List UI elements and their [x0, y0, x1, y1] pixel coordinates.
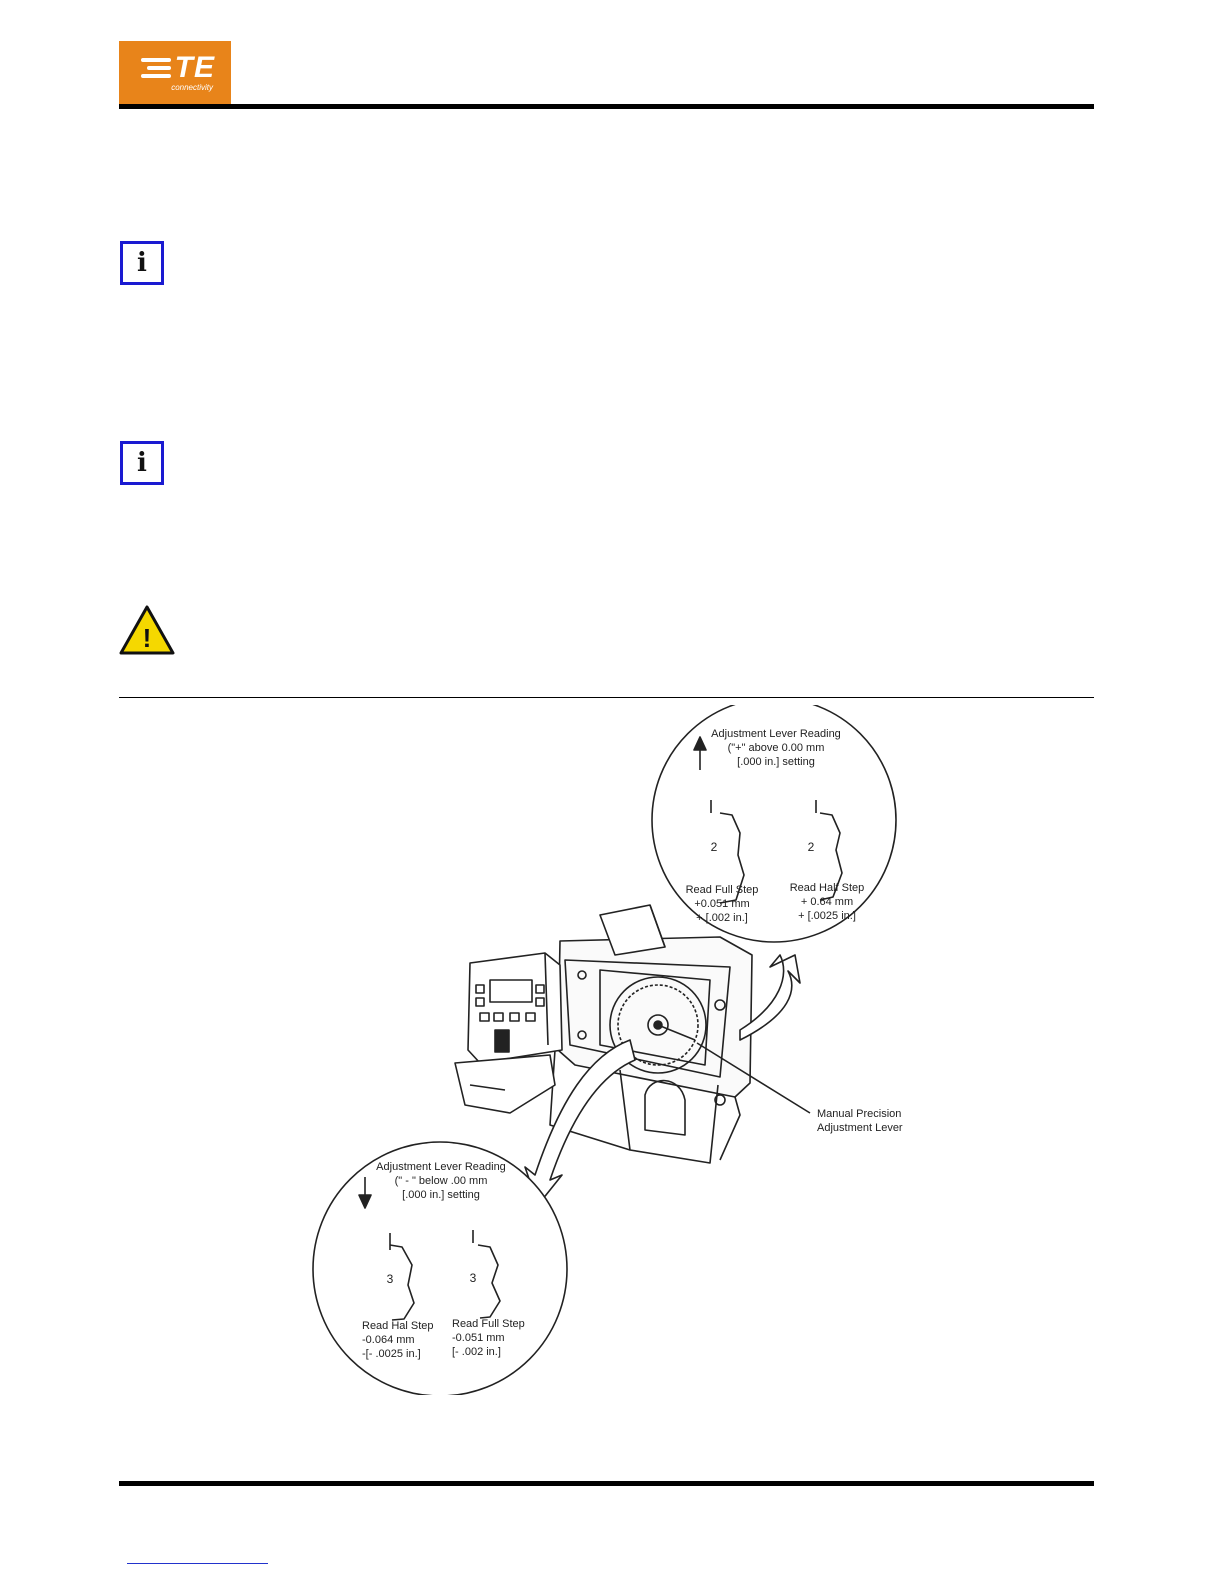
- bottom-left-label-3: -[- .0025 in.]: [362, 1348, 421, 1360]
- top-right-label-3: + [.0025 in.]: [798, 910, 856, 922]
- lever-label-1: Manual Precision: [817, 1108, 901, 1120]
- bottom-callout-line2: (" - " below .00 mm: [395, 1175, 488, 1187]
- top-right-digit: 2: [808, 840, 815, 854]
- bottom-right-digit: 3: [470, 1271, 477, 1285]
- bottom-right-label-3: [- .002 in.]: [452, 1346, 501, 1358]
- adjustment-lever-figure: Adjustment Lever Reading ("+" above 0.00…: [300, 697, 920, 1397]
- logo-subtext: connectivity: [171, 83, 213, 92]
- top-left-label-1: Read Full Step: [686, 884, 759, 896]
- top-callout-title: Adjustment Lever Reading: [711, 728, 841, 740]
- lever-label-2: Adjustment Lever: [817, 1122, 903, 1134]
- top-left-label-3: + [.002 in.]: [696, 912, 748, 924]
- top-left-digit: 2: [711, 840, 718, 854]
- logo-text: TE: [174, 51, 215, 84]
- bottom-callout-title: Adjustment Lever Reading: [376, 1161, 506, 1173]
- top-callout-line2: ("+" above 0.00 mm: [728, 742, 825, 754]
- te-connectivity-logo: TE connectivity: [119, 41, 231, 104]
- top-right-label-1: Read Half Step: [790, 882, 865, 894]
- bottom-left-label-2: -0.064 mm: [362, 1334, 415, 1346]
- bottom-right-label-1: Read Full Step: [452, 1318, 525, 1330]
- logo-bars-icon: [140, 54, 171, 82]
- logo-mark: TE: [140, 51, 215, 84]
- bottom-left-label-1: Read Hal Step: [362, 1320, 434, 1332]
- info-note-icon: i: [120, 441, 164, 485]
- bottom-left-digit: 3: [387, 1272, 394, 1286]
- footer-link-underline[interactable]: [127, 1563, 268, 1564]
- footer-rule: [119, 1481, 1094, 1486]
- info-symbol: i: [137, 248, 147, 278]
- top-callout-line3: [.000 in.] setting: [737, 756, 815, 768]
- top-right-label-2: + 0.64 mm: [801, 896, 853, 908]
- bottom-right-label-2: -0.051 mm: [452, 1332, 505, 1344]
- top-left-label-2: +0.051 mm: [694, 898, 749, 910]
- section-rule: [119, 697, 1094, 698]
- warning-symbol: !: [143, 623, 152, 653]
- header-rule: [119, 104, 1094, 109]
- caution-warning-icon: !: [118, 604, 176, 656]
- info-symbol: i: [137, 448, 147, 478]
- bottom-callout-line3: [.000 in.] setting: [402, 1189, 480, 1201]
- info-note-icon: i: [120, 241, 164, 285]
